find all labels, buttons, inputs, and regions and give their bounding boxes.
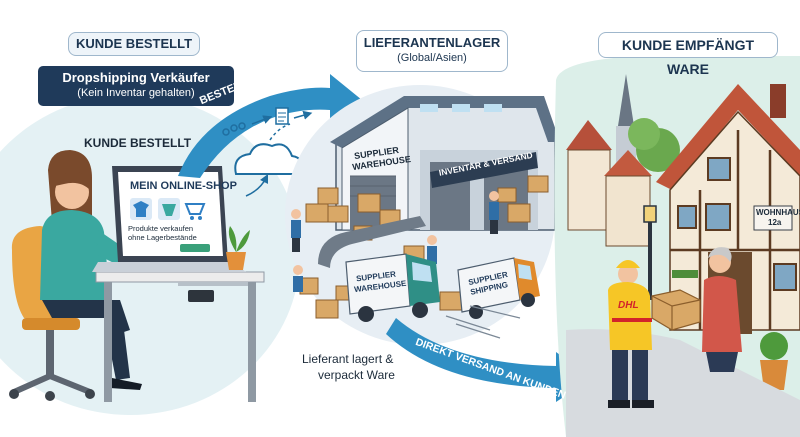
parcel-boxes — [299, 175, 549, 319]
right-panel — [554, 56, 800, 437]
speed-lines — [445, 305, 521, 339]
delivered-parcel — [651, 289, 701, 331]
left-panel — [0, 95, 300, 415]
customer-orders-label: KUNDE BESTELLT — [84, 136, 192, 150]
house-sign-1: WOHNHAUS — [756, 208, 800, 217]
conveyor-belt — [318, 216, 426, 268]
courier-logo: DHL — [618, 300, 639, 311]
shop-title: MEIN ONLINE-SHOP — [130, 180, 237, 192]
shop-text-2: ohne Lagerbestände — [128, 233, 197, 242]
supplier-truck-2 — [457, 257, 540, 319]
left-heading: KUNDE BESTELLT — [68, 32, 200, 56]
customer-woman — [702, 247, 742, 372]
background-town — [566, 74, 680, 247]
seller-subtitle: (Kein Inventar gehalten) — [77, 87, 195, 99]
street-lamp — [643, 205, 657, 300]
middle-panel — [285, 85, 560, 345]
inventory-banner — [430, 152, 538, 188]
dhl-courier — [608, 260, 654, 408]
house-sign-2: 12a — [768, 218, 782, 227]
seller-title: Dropshipping Verkäufer — [62, 70, 210, 85]
supplier-caption-2: verpackt Ware — [318, 368, 395, 382]
shipping-arrow — [386, 318, 592, 402]
middle-subheading: (Global/Asien) — [397, 52, 467, 64]
supplier-caption-1: Lieferant lagert & — [302, 352, 394, 366]
middle-heading: LIEFERANTENLAGER — [363, 35, 501, 50]
right-heading: KUNDE EMPFÄNGT WARE — [598, 32, 778, 77]
middle-heading-box: LIEFERANTENLAGER (Global/Asien) — [356, 30, 508, 72]
laptop — [92, 166, 246, 272]
seller-title-box: Dropshipping Verkäufer (Kein Inventar ge… — [38, 66, 234, 106]
supplier-truck-1 — [345, 253, 440, 322]
shop-text-1: Produkte verkaufen — [128, 224, 194, 233]
customer-house — [656, 84, 800, 334]
potted-plant — [760, 332, 788, 390]
order-icons — [222, 107, 313, 136]
desk-plant — [226, 226, 250, 270]
smartphone — [188, 290, 214, 302]
